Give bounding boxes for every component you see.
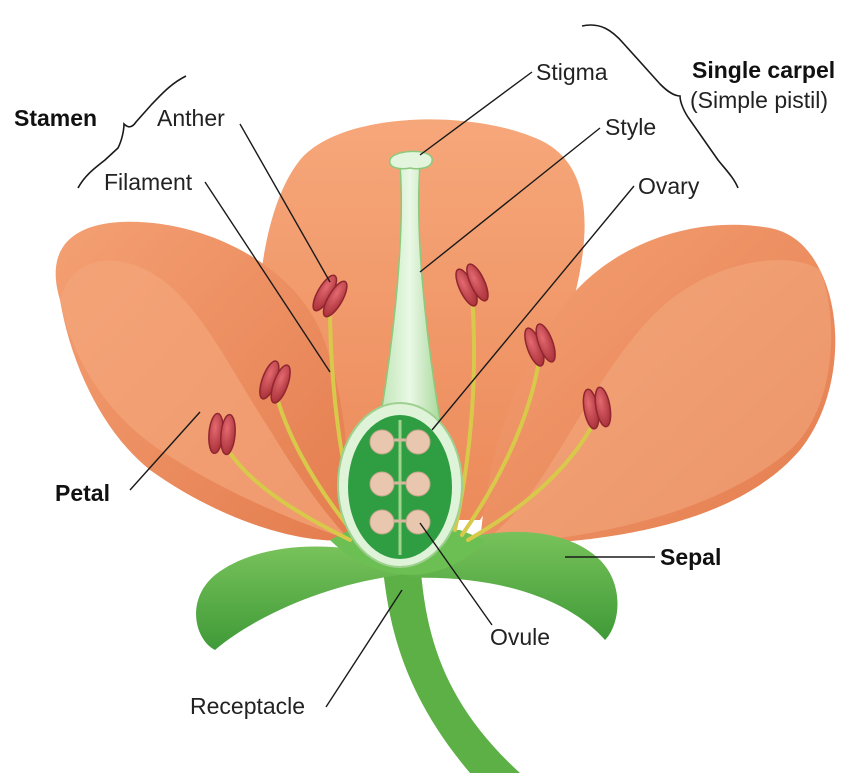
petal-left-fold <box>60 260 350 540</box>
label-simple-pistil: (Simple pistil) <box>690 87 828 113</box>
label-sepal: Sepal <box>660 544 721 570</box>
label-filament: Filament <box>104 169 193 195</box>
label-stigma: Stigma <box>536 59 608 85</box>
stigma <box>389 150 433 170</box>
label-petal: Petal <box>55 480 110 506</box>
leader-petal <box>129 411 201 491</box>
leader-filament <box>204 181 331 373</box>
label-receptacle: Receptacle <box>190 693 305 719</box>
carpel-brace <box>581 24 739 189</box>
stamen-brace <box>77 75 187 189</box>
label-ovary: Ovary <box>638 173 700 199</box>
label-single-carpel: Single carpel <box>692 57 835 83</box>
leader-stigma <box>419 71 533 156</box>
label-style: Style <box>605 114 656 140</box>
leader-ovule <box>419 522 493 626</box>
anthers <box>208 263 612 456</box>
leader-style <box>419 127 601 273</box>
leader-receptacle <box>325 589 403 708</box>
label-anther: Anther <box>157 105 225 131</box>
petal-right-fold <box>480 260 832 545</box>
leader-anther <box>239 123 331 283</box>
label-ovule: Ovule <box>490 624 550 650</box>
leader-lines <box>129 71 655 708</box>
ovules <box>369 429 431 535</box>
label-stamen: Stamen <box>14 105 97 131</box>
leader-ovary <box>431 185 635 431</box>
stem <box>382 560 520 773</box>
sepal-left <box>196 546 400 650</box>
